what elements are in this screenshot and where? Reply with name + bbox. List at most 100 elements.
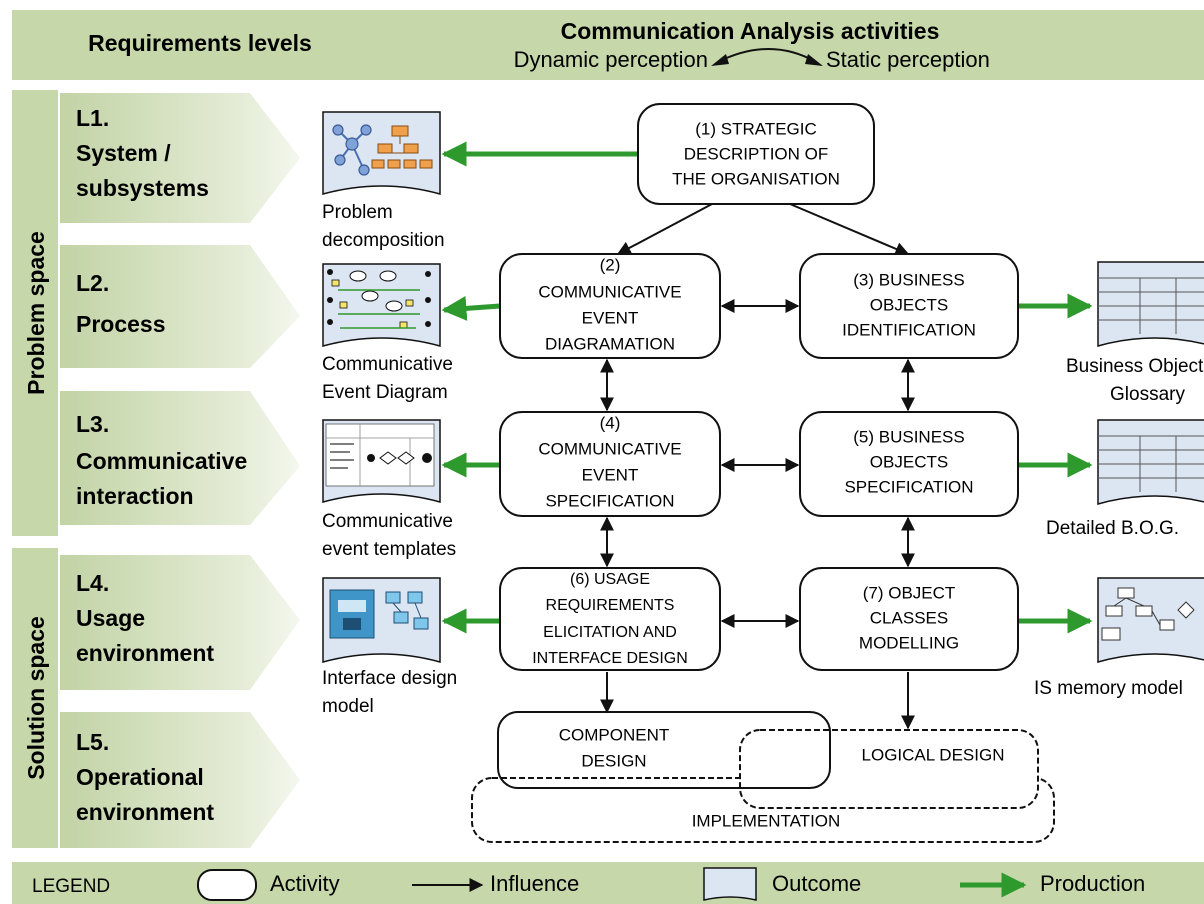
- solution-space-label: Solution space: [23, 616, 49, 780]
- interface-design-icon: [322, 577, 441, 663]
- svg-text:Event Diagram: Event Diagram: [322, 382, 448, 403]
- activity-7: (7) OBJECT CLASSES MODELLING: [799, 567, 1019, 671]
- legend-outcome-icon: [703, 867, 757, 901]
- influence-arrows: [600, 203, 915, 730]
- svg-text:(1) STRATEGIC: (1) STRATEGIC: [695, 119, 817, 138]
- svg-text:Communicative: Communicative: [76, 448, 247, 474]
- svg-text:Process: Process: [76, 311, 166, 337]
- header-band: [12, 10, 1204, 80]
- level-1-chevron: [60, 93, 300, 223]
- level-2-label: L2. Process: [76, 270, 166, 337]
- level-5-label: L5. Operational environment: [76, 729, 214, 825]
- legend-title: LEGEND: [32, 876, 110, 897]
- svg-text:environment: environment: [76, 640, 214, 666]
- outcome-label-glossary: Business Object Glossary: [1066, 356, 1204, 405]
- legend-band: [12, 862, 1204, 904]
- activity-4: (4) COMMUNICATIVE EVENT SPECIFICATION: [499, 411, 721, 517]
- svg-text:CLASSES: CLASSES: [870, 608, 948, 627]
- svg-text:(5) BUSINESS: (5) BUSINESS: [853, 427, 964, 446]
- svg-text:LOGICAL DESIGN: LOGICAL DESIGN: [862, 745, 1005, 764]
- outcome-label-event-diagram: Communicative Event Diagram: [322, 354, 453, 403]
- svg-text:SPECIFICATION: SPECIFICATION: [844, 477, 973, 496]
- svg-text:decomposition: decomposition: [322, 230, 445, 251]
- svg-text:THE ORGANISATION: THE ORGANISATION: [672, 169, 840, 188]
- svg-text:DESIGN: DESIGN: [581, 751, 646, 770]
- level-3-label: L3. Communicative interaction: [76, 411, 247, 509]
- outcome-label-detailed-bog: Detailed B.O.G.: [1046, 518, 1179, 539]
- outcome-label-memory-model: IS memory model: [1034, 678, 1183, 699]
- outcome-label-event-templates: Communicative event templates: [322, 511, 456, 560]
- svg-text:(3) BUSINESS: (3) BUSINESS: [853, 270, 964, 289]
- svg-text:System /: System /: [76, 140, 171, 166]
- svg-text:environment: environment: [76, 799, 214, 825]
- activity-2: (2) COMMUNICATIVE EVENT DIAGRAMATION: [499, 253, 721, 359]
- svg-text:OBJECTS: OBJECTS: [870, 295, 948, 314]
- svg-text:IDENTIFICATION: IDENTIFICATION: [842, 320, 976, 339]
- arrow-1-to-2: [616, 203, 713, 255]
- static-perception-label: Static perception: [826, 47, 990, 72]
- memory-model-icon: [1097, 577, 1204, 663]
- arrow-1-to-3: [789, 203, 910, 256]
- svg-text:DIAGRAMATION: DIAGRAMATION: [545, 334, 675, 353]
- legend-production-label: Production: [1040, 871, 1145, 896]
- svg-text:Glossary: Glossary: [1110, 384, 1185, 405]
- svg-text:OBJECTS: OBJECTS: [870, 452, 948, 471]
- level-4-label: L4. Usage environment: [76, 570, 214, 666]
- event-diagram-icon: [322, 263, 441, 347]
- legend-activity-icon: [197, 869, 257, 901]
- glossary-table-icon: [1097, 261, 1204, 347]
- level-1-label: L1. System / subsystems: [76, 105, 209, 201]
- svg-text:MODELLING: MODELLING: [859, 633, 959, 652]
- svg-text:(4): (4): [600, 413, 621, 432]
- problem-space-band: [12, 90, 58, 536]
- svg-text:L5.: L5.: [76, 729, 109, 755]
- svg-text:EVENT: EVENT: [582, 308, 639, 327]
- svg-text:Business Object: Business Object: [1066, 356, 1204, 377]
- hierarchy-icon: [322, 111, 441, 195]
- detailed-table-icon: [1097, 419, 1204, 505]
- svg-text:SPECIFICATION: SPECIFICATION: [545, 491, 674, 510]
- legend-influence-label: Influence: [490, 871, 579, 896]
- perception-double-arrow-icon: [711, 48, 823, 66]
- svg-text:COMPONENT: COMPONENT: [559, 725, 670, 744]
- svg-text:COMMUNICATIVE: COMMUNICATIVE: [538, 439, 681, 458]
- svg-text:Problem: Problem: [322, 202, 393, 223]
- svg-text:L1.: L1.: [76, 105, 109, 131]
- svg-text:REQUIREMENTS: REQUIREMENTS: [546, 597, 675, 614]
- activity-3: (3) BUSINESS OBJECTS IDENTIFICATION: [799, 253, 1019, 359]
- svg-text:Communicative: Communicative: [322, 354, 453, 375]
- svg-text:DESCRIPTION OF: DESCRIPTION OF: [684, 144, 829, 163]
- svg-text:COMMUNICATIVE: COMMUNICATIVE: [538, 282, 681, 301]
- level-2-chevron: [60, 245, 300, 368]
- svg-text:(2): (2): [600, 255, 621, 274]
- svg-text:interaction: interaction: [76, 483, 194, 509]
- logical-design-activity: LOGICAL DESIGN: [739, 729, 1039, 809]
- level-4-chevron: [60, 555, 300, 690]
- legend-activity-label: Activity: [270, 871, 340, 896]
- svg-text:ELICITATION AND: ELICITATION AND: [543, 624, 677, 641]
- svg-text:Interface design: Interface design: [322, 668, 457, 689]
- svg-text:Operational: Operational: [76, 764, 204, 790]
- svg-text:Detailed B.O.G.: Detailed B.O.G.: [1046, 518, 1179, 539]
- svg-text:(6) USAGE: (6) USAGE: [570, 571, 650, 588]
- component-design-activity: COMPONENT DESIGN: [497, 711, 831, 789]
- ca-activities-heading: Communication Analysis activities: [561, 18, 940, 44]
- svg-text:L4.: L4.: [76, 570, 109, 596]
- event-template-icon: [322, 419, 441, 503]
- svg-text:Communicative: Communicative: [322, 511, 453, 532]
- requirements-levels-heading: Requirements levels: [88, 30, 312, 56]
- problem-space-label: Problem space: [23, 231, 49, 395]
- svg-text:subsystems: subsystems: [76, 175, 209, 201]
- activity-6: (6) USAGE REQUIREMENTS ELICITATION AND I…: [499, 567, 721, 671]
- svg-text:Usage: Usage: [76, 605, 145, 631]
- activity-5: (5) BUSINESS OBJECTS SPECIFICATION: [799, 411, 1019, 517]
- svg-text:L2.: L2.: [76, 270, 109, 296]
- svg-text:L3.: L3.: [76, 411, 109, 437]
- solution-space-band: [12, 548, 58, 848]
- activity-1: (1) STRATEGIC DESCRIPTION OF THE ORGANIS…: [637, 103, 875, 205]
- svg-text:EVENT: EVENT: [582, 465, 639, 484]
- svg-text:(7) OBJECT: (7) OBJECT: [863, 583, 956, 602]
- outcome-label-interface-design: Interface design model: [322, 668, 457, 717]
- production-arrows: [441, 141, 1093, 634]
